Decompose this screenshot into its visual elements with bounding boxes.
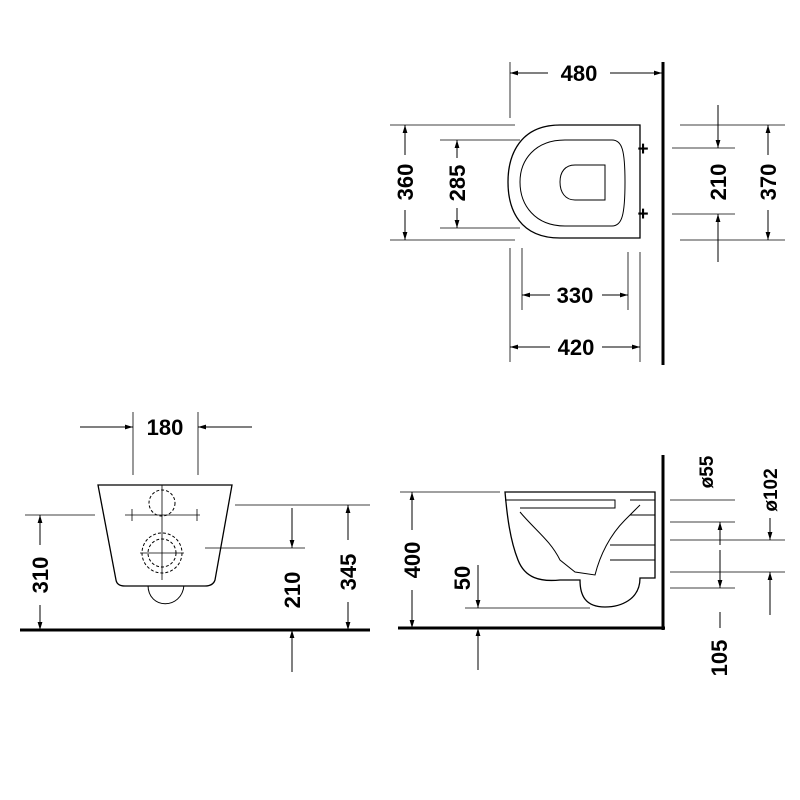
dim-depth-outer: 360: [393, 164, 418, 201]
outlet-pipe: [610, 544, 655, 561]
bowl-interior: [519, 504, 641, 576]
dim-front-width: 180: [147, 415, 184, 440]
dim-width-overall: 480: [561, 61, 598, 86]
dim-bowl-length: 420: [558, 335, 595, 360]
side-view: 400 50 ø55 ø102 105: [398, 455, 785, 676]
fixing-point-icon: +: [637, 139, 648, 160]
seat-outline: [519, 139, 626, 227]
toilet-front-body: [97, 484, 233, 587]
dim-height-left: 310: [28, 557, 53, 594]
bowl-opening: [559, 164, 606, 201]
front-view: 180 310 210 345: [20, 412, 370, 672]
dim-outlet-clearance: 50: [450, 566, 475, 590]
dim-fixing-height: 210: [280, 572, 305, 609]
dim-outlet-diameter: ø102: [761, 468, 782, 511]
toilet-side-body: [504, 491, 656, 608]
dim-side-height: 400: [400, 542, 425, 579]
dim-outlet-height: 105: [707, 640, 732, 677]
dim-height-right: 345: [336, 554, 361, 591]
dim-depth-right: 370: [756, 164, 781, 201]
seat-side: [505, 499, 616, 509]
dim-seat-length: 330: [557, 283, 594, 308]
outlet-spigot: [147, 584, 185, 605]
bowl-outline: [507, 124, 641, 239]
dim-depth-inner: 285: [445, 165, 470, 202]
dim-fixing-spacing: 210: [706, 164, 731, 201]
inlet-pipe: [630, 499, 655, 516]
fixing-point-icon: +: [637, 204, 648, 225]
top-view: + + 480 360 285 210 370: [390, 61, 785, 365]
dim-inlet-diameter: ø55: [697, 455, 718, 488]
